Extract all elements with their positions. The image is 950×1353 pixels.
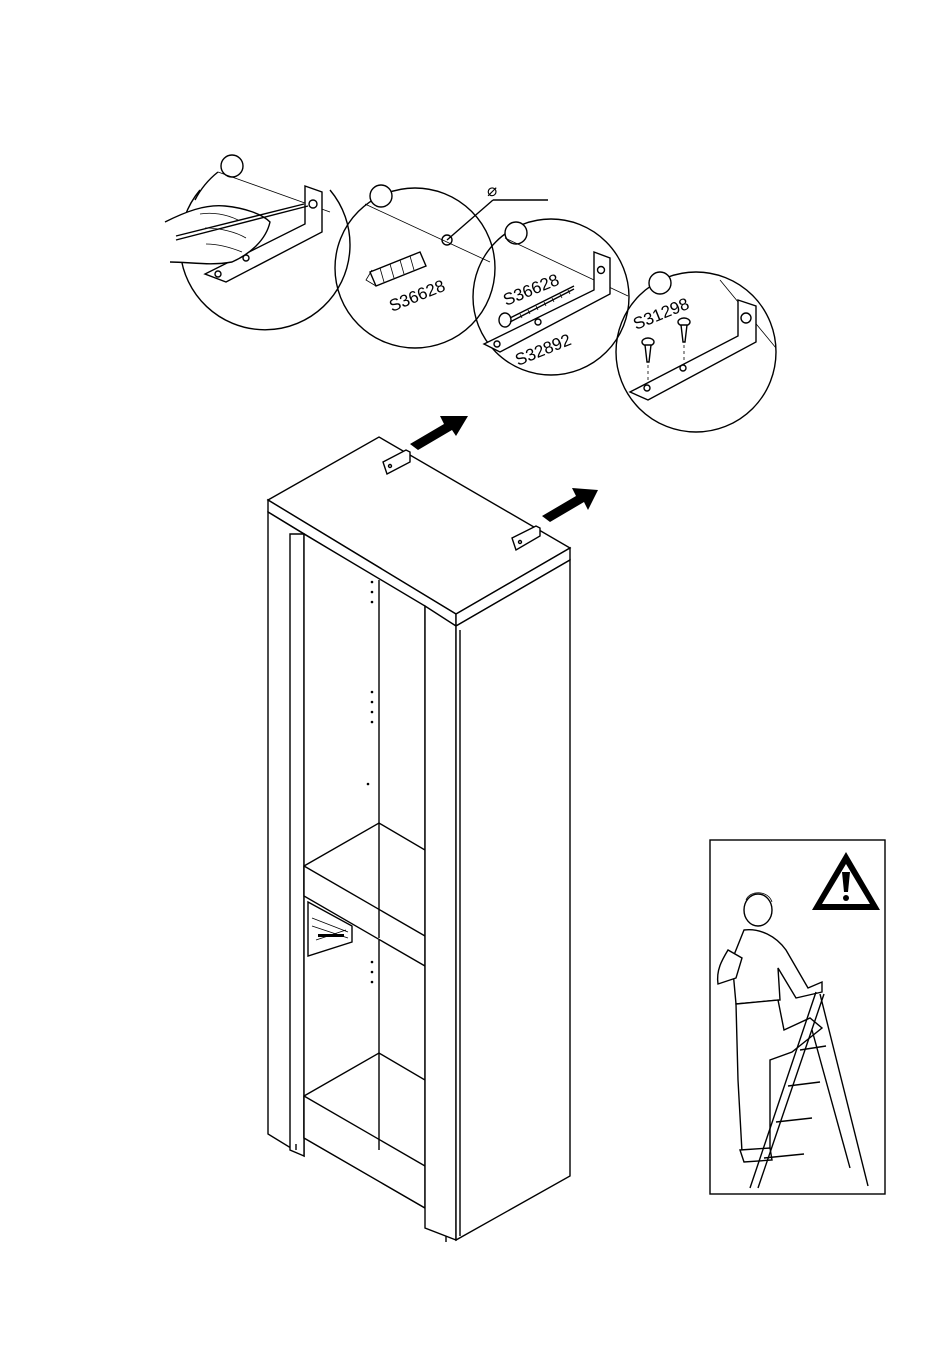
- step-2-number-circle: [370, 185, 392, 207]
- warning-triangle-icon: [812, 852, 880, 910]
- step-3-number-circle: [505, 222, 527, 244]
- screw-icon: [678, 318, 690, 362]
- angle-bracket: [484, 252, 610, 352]
- step-3-detail: S36628 S32892: [473, 219, 629, 375]
- safety-warning-panel: [710, 840, 885, 1194]
- step-2-detail: ⌀ S36628: [335, 181, 548, 348]
- step-3-screw-code: S36628: [500, 270, 561, 310]
- person-on-stepladder-icon: [718, 893, 868, 1188]
- step-1-detail: [165, 155, 350, 330]
- screw-icon: [642, 338, 654, 382]
- step-2-part-code: S36628: [386, 276, 447, 316]
- step-4-number-circle: [649, 272, 671, 294]
- wall-plug-icon: [366, 252, 426, 286]
- direction-arrow-icon: [542, 488, 598, 522]
- direction-arrow-icon: [410, 416, 468, 450]
- step-4-detail: S31298: [616, 272, 776, 432]
- diameter-symbol: ⌀: [487, 181, 497, 200]
- tall-cabinet-illustration: [268, 416, 598, 1242]
- step-1-number-circle: [221, 155, 243, 177]
